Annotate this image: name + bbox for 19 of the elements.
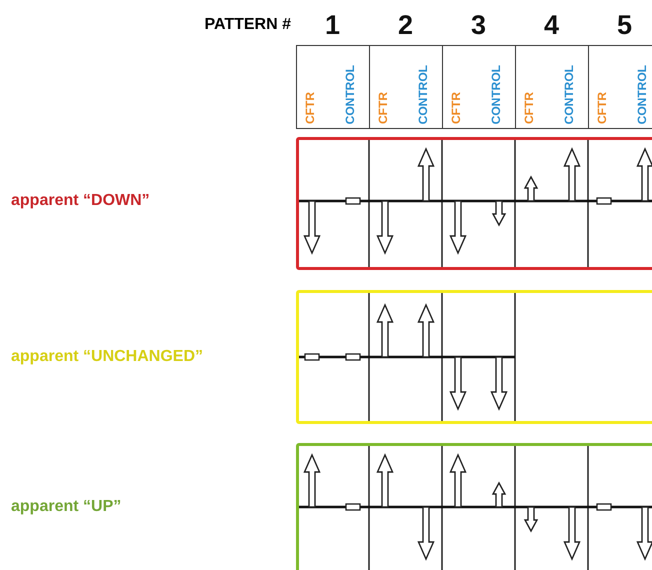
column-label: CFTR <box>522 92 536 124</box>
pattern-number: 4 <box>542 10 560 40</box>
column-label: CONTROL <box>489 64 503 124</box>
pattern-number: 1 <box>324 10 342 40</box>
axis-heading: PATTERN # <box>204 16 291 34</box>
row-label: apparent “DOWN” <box>11 191 150 211</box>
row-label: apparent “UP” <box>11 497 122 517</box>
pattern-number: 2 <box>396 10 414 40</box>
column-label: CONTROL <box>635 64 649 124</box>
column-label: CONTROL <box>416 64 430 124</box>
column-label: CONTROL <box>562 64 576 124</box>
column-label: CFTR <box>449 92 463 124</box>
column-label: CFTR <box>595 92 609 124</box>
pattern-number: 5 <box>616 10 634 40</box>
row-label: apparent “UNCHANGED” <box>11 347 204 367</box>
column-label: CONTROL <box>343 64 357 124</box>
column-label: CFTR <box>303 92 317 124</box>
column-label: CFTR <box>376 92 390 124</box>
pattern-number: 3 <box>470 10 488 40</box>
